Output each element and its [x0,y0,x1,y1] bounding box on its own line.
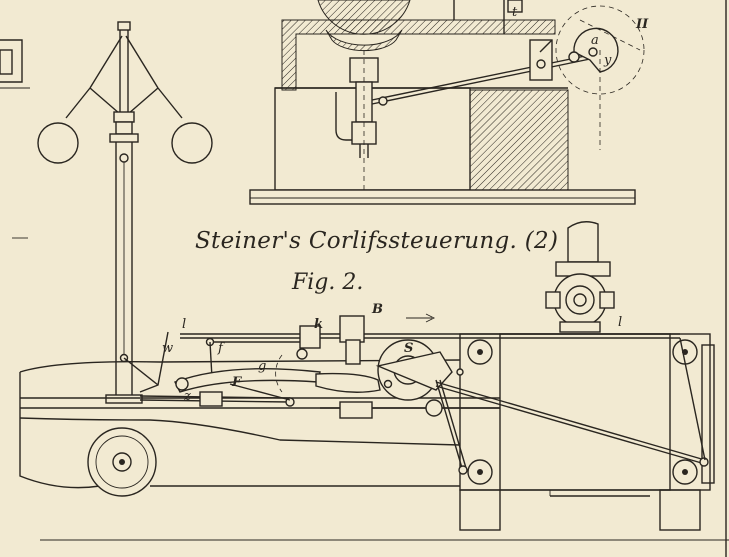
label-F: F [232,375,242,390]
label-k: k [314,317,324,332]
label-w: w [162,341,174,356]
label-y: y [604,53,612,68]
drawing-title: Steiner's Corlifssteuerung. (2) [195,228,559,254]
label-l-left: l [182,317,187,332]
valve-linkage [123,313,709,475]
carriage-wheel [87,427,157,497]
governor-ball-right [171,122,213,164]
label-a: a [591,33,599,48]
label-f: f [218,341,223,356]
label-t: t [512,5,518,20]
governor-ball-left [37,122,79,164]
figure-number: Fig. 2. [292,270,364,295]
governor [37,21,213,404]
spindle-bracket [545,221,615,333]
label-B: B [372,302,383,317]
label-S: S [404,341,414,356]
label-II: II [636,17,649,32]
label-l-right: l [618,315,623,330]
upper-left-fragment [0,39,30,89]
label-z: z [184,389,191,404]
cylinder-section [249,0,645,205]
label-g: g [258,359,267,374]
